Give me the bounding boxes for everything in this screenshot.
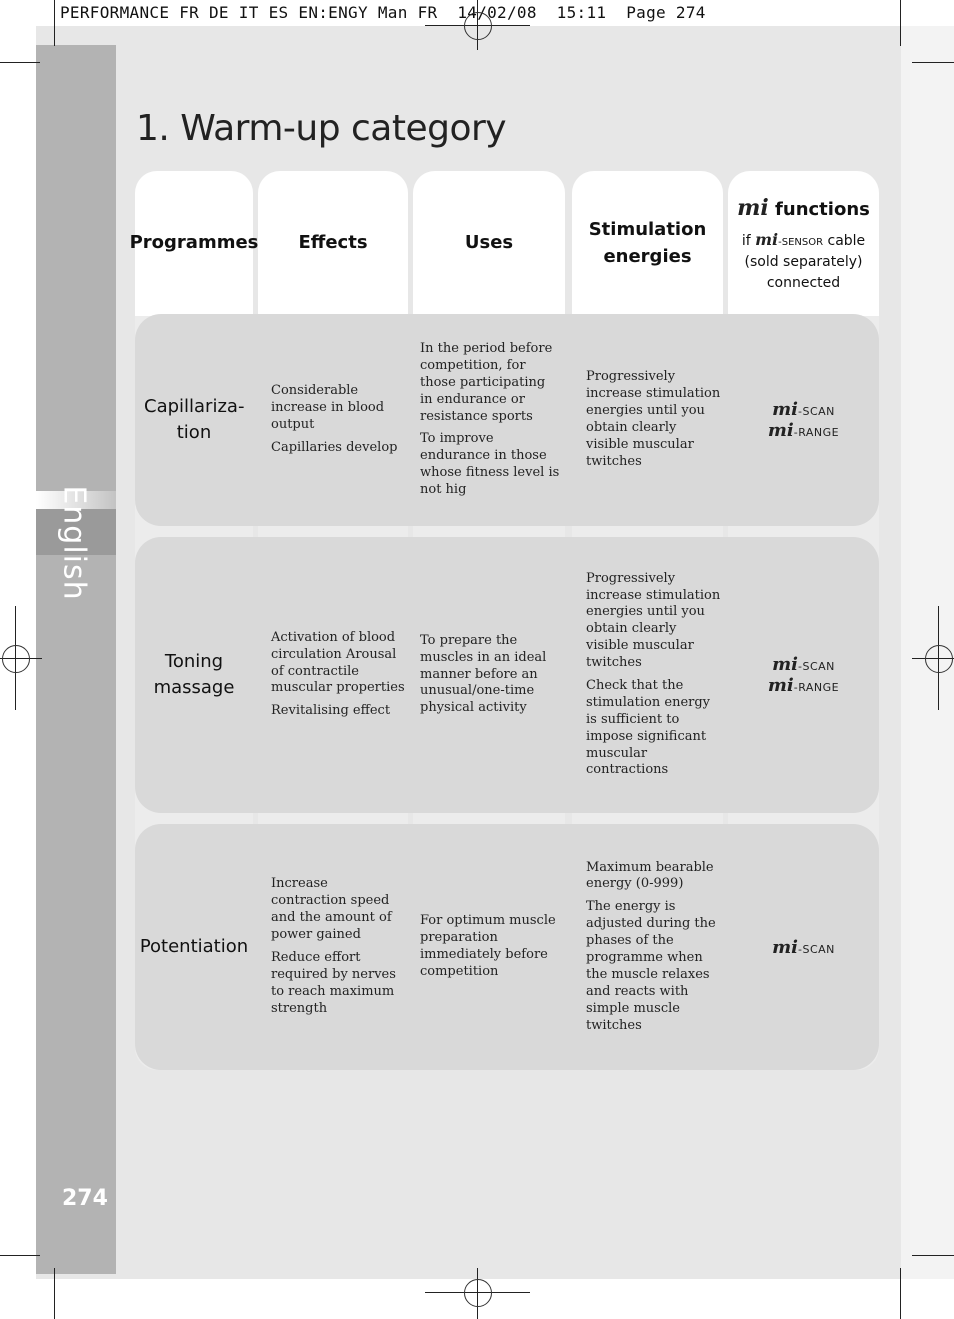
mi-function: mi-range — [768, 675, 839, 696]
row-use: For optimum muscle preparation immediate… — [420, 913, 556, 979]
registration-circle — [925, 645, 953, 673]
row-effect: Considerable increase in blood output — [271, 383, 385, 432]
mi-logo-icon: mi — [767, 675, 794, 696]
row-effect: Reduce effort required by nerves to reac… — [271, 950, 396, 1016]
header-mi-condition: if mi-sensor cable (sold separately) con… — [742, 228, 865, 294]
row-programme-label: Capillariza-tion — [144, 395, 245, 443]
sidebar-language-marker — [36, 509, 116, 555]
row-use: In the period before competition, for th… — [420, 340, 553, 424]
row-use: To prepare the muscles in an ideal manne… — [420, 632, 547, 716]
row-uses: For optimum muscle preparation immediate… — [420, 824, 560, 1070]
print-slug-name: PERFORMANCE FR DE IT ES EN:ENGY Man FR — [60, 3, 438, 22]
header-effects: Effects — [258, 171, 408, 316]
row-energies: Progressively increase stimulation energ… — [586, 537, 721, 813]
mi-logo-icon: mi — [755, 230, 779, 250]
crop-mark — [912, 1255, 954, 1256]
crop-mark — [0, 1255, 40, 1256]
mi-function-name: -range — [793, 426, 840, 439]
header-mi-sensor: -sensor — [778, 237, 824, 249]
crop-mark — [54, 0, 55, 46]
row-energies: Maximum bearable energy (0-999) The energ… — [586, 824, 721, 1070]
header-energies: Stimulation energies — [572, 171, 723, 316]
header-effects-label: Effects — [298, 232, 368, 254]
header-mi-sold: (sold separately) — [744, 254, 863, 271]
row-programme: Capillariza-tion — [135, 314, 253, 526]
row-use: To improve endurance in those whose fitn… — [420, 431, 560, 498]
row-energy: Check that the stimulation energy is suf… — [586, 678, 711, 778]
registration-circle — [464, 1279, 492, 1307]
mi-function: mi-range — [768, 420, 839, 441]
table-row — [135, 537, 879, 813]
header-mi-title-text: functions — [775, 198, 870, 220]
header-mi-cable: cable — [827, 233, 866, 250]
mi-function-name: -scan — [798, 942, 835, 956]
row-mi-functions: mi-scan mi-range — [728, 314, 879, 526]
page-number: 274 — [62, 1186, 108, 1211]
print-time: 15:11 — [556, 3, 607, 22]
row-effects: Increase contraction speed and the amoun… — [271, 824, 406, 1070]
crop-mark — [54, 1268, 55, 1319]
table-row — [135, 824, 879, 1070]
header-mi-functions: mi functions if mi-sensor cable (sold se… — [728, 171, 879, 316]
row-effects: Activation of blood circulation Arousal … — [271, 537, 406, 813]
header-mi-connected: connected — [766, 275, 841, 292]
mi-logo-icon: mi — [772, 654, 798, 675]
header-programmes-label: Programmes — [129, 232, 259, 254]
print-page: Page 274 — [626, 3, 706, 22]
row-energy: The energy is adjusted during the phases… — [586, 899, 716, 1033]
header-uses-label: Uses — [464, 232, 514, 254]
mi-function: mi-scan — [772, 399, 835, 420]
row-programme-label: Potentiation — [139, 935, 249, 957]
row-programme: Potentiation — [135, 824, 253, 1070]
row-programme: Toning massage — [135, 537, 253, 813]
mi-function-name: -scan — [798, 660, 835, 673]
mi-logo-icon: mi — [737, 194, 769, 221]
mi-function: mi-scan — [772, 937, 835, 958]
mi-function-name: -scan — [798, 405, 835, 418]
header-energies-label: Stimulation energies — [588, 219, 707, 267]
crop-mark — [900, 0, 901, 46]
row-programme-label: Toning massage — [153, 650, 235, 698]
header-programmes: Programmes — [130, 171, 258, 316]
row-effect: Revitalising effect — [271, 703, 391, 719]
sidebar-highlight — [36, 491, 116, 509]
print-slug: PERFORMANCE FR DE IT ES EN:ENGY Man FR 1… — [60, 3, 706, 22]
mi-logo-icon: mi — [767, 420, 794, 441]
row-energies: Progressively increase stimulation energ… — [586, 314, 721, 526]
row-energy: Progressively increase stimulation energ… — [586, 570, 721, 671]
header-mi-title: mi functions — [737, 193, 870, 225]
header-mi-if: if — [741, 233, 751, 250]
registration-circle — [464, 12, 492, 40]
mi-function-name: -range — [793, 681, 840, 694]
row-mi-functions: mi-scan — [728, 824, 879, 1070]
row-effect: Increase contraction speed and the amoun… — [271, 876, 392, 943]
header-uses: Uses — [413, 171, 565, 316]
row-effect: Capillaries develop — [271, 439, 398, 455]
sidebar-strip — [36, 45, 116, 1274]
header-mi-condition-line1: if mi-sensor cable — [742, 228, 865, 252]
row-energy: Progressively increase stimulation energ… — [586, 369, 721, 469]
page-title: 1. Warm-up category — [136, 108, 507, 149]
crop-mark — [912, 62, 954, 63]
sidebar-language-label: English — [56, 485, 92, 601]
crop-mark — [900, 1268, 901, 1319]
row-uses: To prepare the muscles in an ideal manne… — [420, 537, 555, 813]
row-uses: In the period before competition, for th… — [420, 314, 560, 526]
mi-function: mi-scan — [772, 654, 835, 675]
registration-circle — [2, 645, 30, 673]
mi-logo-icon: mi — [772, 399, 798, 420]
row-mi-functions: mi-scan mi-range — [728, 537, 879, 813]
row-effect: Activation of blood circulation Arousal … — [271, 629, 405, 696]
mi-logo-icon: mi — [772, 936, 798, 958]
table-row — [135, 314, 879, 526]
row-energy: Maximum bearable energy (0-999) — [586, 859, 714, 892]
crop-mark — [0, 62, 40, 63]
